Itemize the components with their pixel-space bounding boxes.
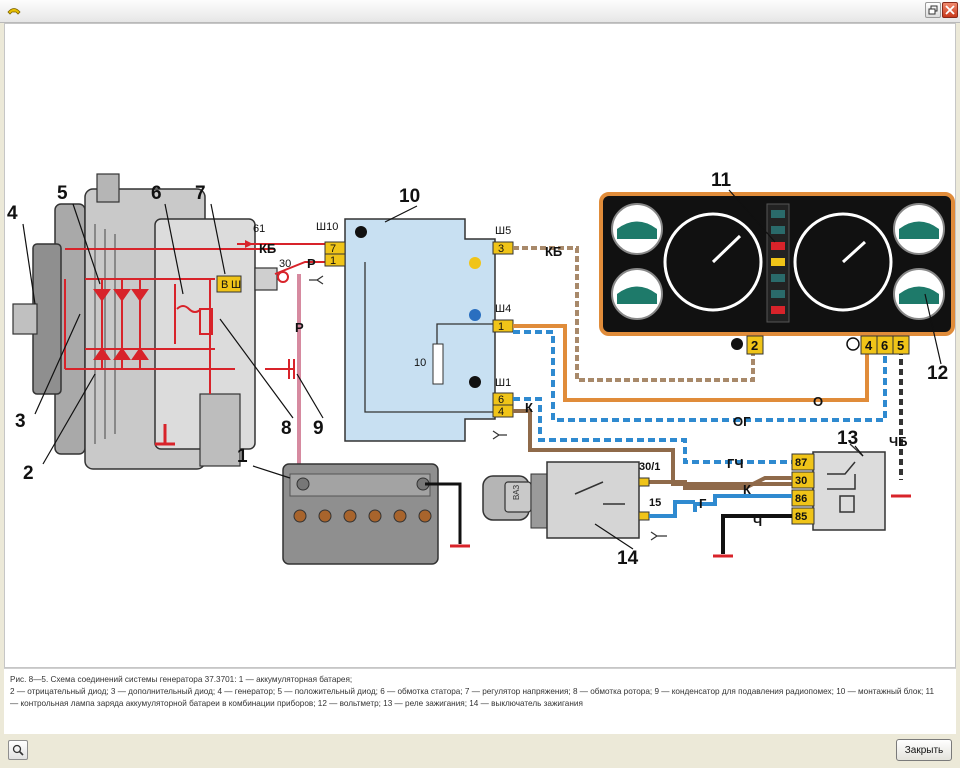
callout-7: 7 [195,183,206,204]
wire-o [513,324,869,402]
block-pin-6: 6 [498,394,504,406]
block-sh1: Ш1 [495,377,511,389]
label-61: 61 [253,223,265,235]
charge-lamp [771,242,785,250]
callout-13: 13 [837,428,858,449]
restore-icon [928,5,938,15]
block-pin-3: 3 [498,243,504,255]
callout-12: 12 [927,363,948,384]
wire-k [513,409,792,486]
block-pin-1b: 1 [498,321,504,333]
wire-gch [513,397,792,464]
image-viewer: В Ш [4,23,956,668]
label-p-down: Р [295,320,304,335]
leader-lines [22,189,942,550]
block-pin-7: 7 [330,243,336,255]
label-k-relay: К [743,482,751,497]
label-p-left: Р [307,256,316,271]
key-label: ВАЗ [512,485,521,500]
cluster-pin-6: 6 [881,338,888,353]
restore-button[interactable] [925,2,941,18]
relay-pin-85: 85 [795,511,807,523]
relay-pin-86: 86 [795,493,807,505]
label-og: ОГ [733,414,751,429]
callout-2: 2 [23,463,34,484]
label-g: Г [699,496,707,511]
status-bar: Закрыть [0,734,960,768]
label-ch: Ч [753,514,762,529]
cluster-pin-5: 5 [897,338,904,353]
label-gch: ГЧ [727,456,744,471]
callout-5: 5 [57,183,68,204]
label-chb: ЧБ [889,434,907,449]
label-kb-right: КБ [545,244,562,259]
block-sh4: Ш4 [495,303,511,315]
callout-6: 6 [151,183,162,204]
caption-line-1: Рис. 8—5. Схема соединений системы генер… [10,675,353,684]
ground-mark [155,424,175,446]
mounting-block [344,218,496,442]
fuse-label: 10 [414,357,426,369]
relay-pin-87: 87 [795,457,807,469]
block-pin-4: 4 [498,406,504,418]
callout-14: 14 [617,548,639,569]
wire-kb [513,246,755,382]
block-sh5: Ш5 [495,225,511,237]
callout-10: 10 [399,186,420,207]
caption-line-3: — контрольная лампа заряда аккумуляторно… [10,699,583,708]
generator [12,173,278,470]
label-30: 30 [279,258,291,270]
cluster-pin-2: 2 [751,338,758,353]
label-30-1: 30/1 [639,461,660,473]
caption-line-2: 2 — отрицательный диод; 3 — дополнительн… [10,687,935,696]
close-icon [945,5,955,15]
callout-11: 11 [711,170,732,191]
arrow-icon [245,240,253,248]
voltage-regulator [216,275,242,293]
wiring-diagram: В Ш [7,170,955,569]
rectifier-circuit [64,248,275,394]
callout-1: 1 [237,446,248,467]
label-15: 15 [649,497,661,509]
label-kb-left: КБ [259,241,276,256]
label-o: О [813,394,823,409]
regulator-pin-sh: Ш [231,279,241,291]
callout-3: 3 [15,411,26,432]
block-sh10: Ш10 [316,221,338,233]
relay-pin-30: 30 [795,475,807,487]
label-k-block: К [525,400,533,415]
figure-caption: Рис. 8—5. Схема соединений системы генер… [4,668,956,734]
magnifier-icon [12,744,24,756]
callout-8: 8 [281,418,292,439]
phone-receiver-icon [7,8,21,15]
cluster-pin-4: 4 [865,338,873,353]
close-button[interactable]: Закрыть [896,739,952,761]
regulator-pin-v: В [221,279,228,291]
title-bar [0,0,960,23]
capacitor [288,359,295,379]
callout-4: 4 [7,203,18,224]
ignition-relay [812,443,886,531]
battery [282,463,439,565]
ignition-switch: ВАЗ [482,461,640,539]
callout-9: 9 [313,418,324,439]
instrument-cluster [599,192,955,336]
block-pin-1: 1 [330,255,336,267]
zoom-button[interactable] [8,740,28,760]
window-close-button[interactable] [942,2,958,18]
wire-og [513,330,887,422]
